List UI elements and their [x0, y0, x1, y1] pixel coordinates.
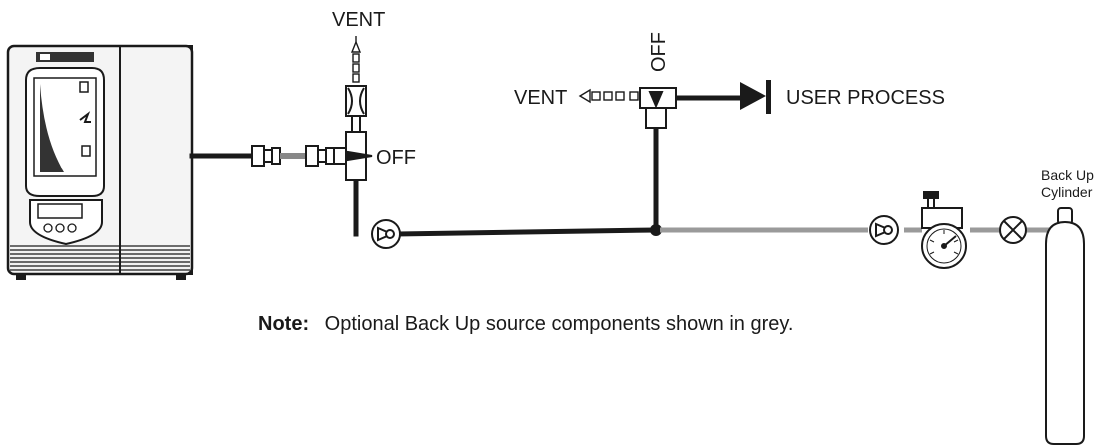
- three-way-valve-icon: [639, 87, 677, 129]
- gas-cylinder-icon: [1045, 207, 1085, 445]
- primary-gas-line: [189, 95, 747, 237]
- check-valve-icon: [371, 219, 401, 249]
- shutoff-valve-icon: [999, 216, 1027, 244]
- junction-dot: [650, 224, 662, 236]
- fitting-coupling-icon: [251, 145, 335, 167]
- filter-icon: [345, 85, 367, 117]
- pressure-regulator-icon: [921, 191, 963, 229]
- off-left-label: OFF: [376, 147, 416, 169]
- note-caption: Note: Optional Back Up source components…: [258, 313, 793, 335]
- note-label: Note:: [258, 313, 309, 335]
- pressure-gauge-icon: [921, 223, 967, 269]
- vent-arrow-icon: [350, 36, 362, 83]
- vent-top-label: VENT: [332, 9, 385, 31]
- vent-arrow-icon: [578, 88, 639, 104]
- note-body: Optional Back Up source components shown…: [325, 313, 794, 335]
- flow-arrow-icon: [740, 80, 771, 114]
- check-valve-icon: [869, 215, 899, 245]
- backup-cylinder-label-line1: Back Up: [1041, 167, 1094, 183]
- user-process-label: USER PROCESS: [786, 87, 945, 109]
- off-right-label: OFF: [648, 32, 670, 72]
- backup-cylinder-label-line2: Cylinder: [1041, 184, 1093, 200]
- vent-right-label: VENT: [514, 87, 567, 109]
- three-way-valve-icon: [333, 115, 373, 181]
- nitrogen-generator-icon: [6, 44, 194, 280]
